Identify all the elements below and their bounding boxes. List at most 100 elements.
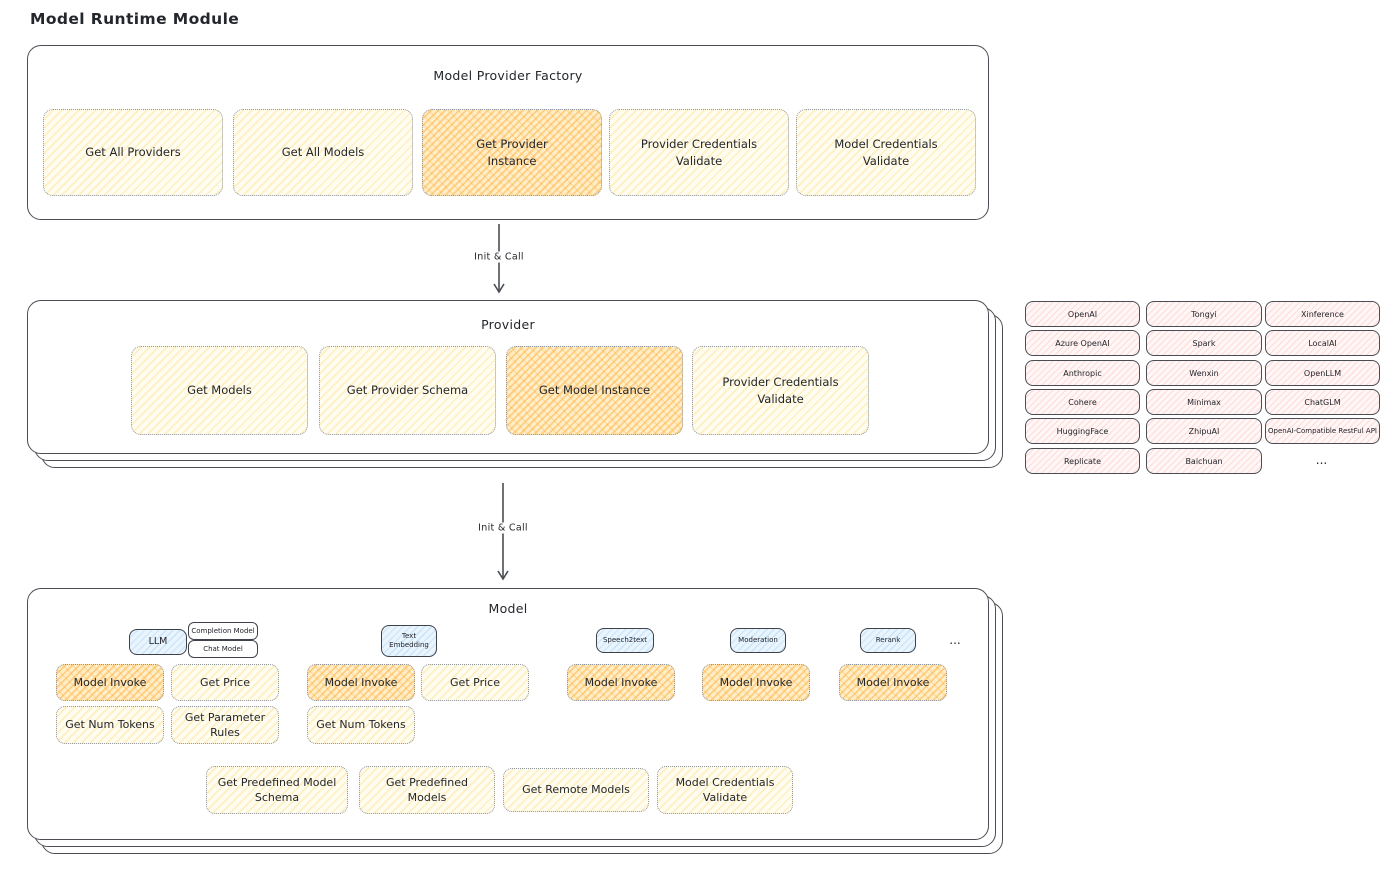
provider-op-get-provider-schema: Get Provider Schema — [319, 346, 496, 435]
provider-title: Provider — [481, 317, 535, 332]
tag-label: Speech2text — [602, 635, 648, 644]
op-label: Get All Models — [281, 145, 365, 160]
pill-label: Baichuan — [1185, 456, 1223, 466]
tag-llm: LLM — [129, 629, 187, 655]
op-label: Get Predefined Models — [386, 775, 468, 804]
provider-op-get-model-instance: Get Model Instance — [506, 346, 683, 435]
provider-pill-zhipuai: ZhipuAI — [1146, 418, 1262, 444]
pill-label: HuggingFace — [1056, 426, 1109, 436]
op-label: Get Num Tokens — [65, 718, 155, 732]
model-op-rerank-model-invoke: Model Invoke — [839, 664, 947, 701]
op-label: Get All Providers — [85, 145, 181, 160]
tag-moderation: Moderation — [730, 628, 786, 653]
pill-label: Wenxin — [1189, 368, 1219, 378]
model-op-llm-get-parameter-rules: Get Parameter Rules — [171, 706, 279, 744]
factory-card: Model Provider Factory Get All Providers… — [27, 45, 989, 220]
provider-pill-localai: LocalAI — [1265, 330, 1380, 356]
tag-text-embedding: Text Embedding — [381, 625, 437, 657]
factory-op-model-credentials-validate: Model Credentials Validate — [796, 109, 976, 196]
model-card: Model LLM Completion Model Chat Model Te… — [27, 588, 989, 840]
pill-label: Spark — [1192, 338, 1216, 348]
model-op-get-remote-models: Get Remote Models — [503, 768, 649, 812]
model-op-llm-get-price: Get Price — [171, 664, 279, 701]
tag-label: Moderation — [738, 635, 778, 644]
model-tags-ellipsis: ... — [949, 633, 961, 647]
tag-completion-model: Completion Model — [188, 622, 258, 640]
op-label: Model Invoke — [324, 675, 398, 689]
model-op-speech2text-model-invoke: Model Invoke — [567, 664, 675, 701]
op-label: Get Price — [200, 675, 250, 689]
model-op-llm-get-num-tokens: Get Num Tokens — [56, 706, 164, 744]
op-label: Provider Credentials Validate — [722, 375, 839, 406]
op-label: Model Invoke — [856, 675, 930, 689]
pill-label: LocalAI — [1308, 338, 1337, 348]
provider-pill-openai-compatible-restful-api: OpenAI-Compatible RestFul API — [1265, 418, 1380, 444]
tag-speech2text: Speech2text — [596, 628, 654, 653]
op-label: Get Remote Models — [522, 783, 630, 797]
diagram-title: Model Runtime Module — [30, 10, 240, 28]
tag-rerank: Rerank — [860, 628, 916, 653]
pill-label: ZhipuAI — [1188, 426, 1220, 436]
factory-op-get-provider-instance: Get Provider Instance — [422, 109, 602, 196]
provider-pill-xinference: Xinference — [1265, 301, 1380, 327]
op-label: Get Models — [187, 383, 252, 398]
pill-label: Replicate — [1063, 456, 1101, 466]
model-op-embedding-get-price: Get Price — [421, 664, 529, 701]
pill-label: Cohere — [1068, 397, 1097, 407]
op-label: Model Invoke — [584, 675, 658, 689]
factory-op-provider-credentials-validate: Provider Credentials Validate — [609, 109, 789, 196]
provider-pill-spark: Spark — [1146, 330, 1262, 356]
provider-pill-wenxin: Wenxin — [1146, 360, 1262, 386]
tag-label: Text Embedding — [389, 631, 429, 649]
op-label: Get Num Tokens — [316, 718, 406, 732]
model-op-embedding-get-num-tokens: Get Num Tokens — [307, 706, 415, 744]
provider-pill-huggingface: HuggingFace — [1025, 418, 1140, 444]
factory-op-get-all-providers: Get All Providers — [43, 109, 223, 196]
arrow-label-init-and-call-2: Init & Call — [474, 522, 532, 534]
model-title: Model — [488, 601, 528, 616]
tag-label: Rerank — [875, 635, 901, 644]
model-op-llm-model-invoke: Model Invoke — [56, 664, 164, 701]
model-op-get-predefined-model-schema: Get Predefined Model Schema — [206, 766, 348, 814]
pill-label: Azure OpenAI — [1055, 338, 1110, 348]
provider-pill-anthropic: Anthropic — [1025, 360, 1140, 386]
pill-label: OpenAI-Compatible RestFul API — [1268, 427, 1377, 435]
provider-pill-openai: OpenAI — [1025, 301, 1140, 327]
pill-label: Minimax — [1187, 397, 1221, 407]
model-op-get-predefined-models: Get Predefined Models — [359, 766, 495, 814]
op-label: Get Provider Schema — [346, 383, 469, 398]
pill-label: OpenAI — [1067, 309, 1098, 319]
pill-label: Xinference — [1301, 309, 1344, 319]
tag-label: Chat Model — [203, 645, 243, 653]
op-label: Get Parameter Rules — [184, 710, 266, 739]
providers-grid-ellipsis: ... — [1315, 453, 1328, 467]
arrow-label-init-and-call-1: Init & Call — [470, 251, 528, 263]
tag-label: Completion Model — [191, 627, 255, 635]
provider-pill-minimax: Minimax — [1146, 389, 1262, 415]
model-op-model-credentials-validate: Model Credentials Validate — [657, 766, 793, 814]
tag-chat-model: Chat Model — [188, 640, 258, 658]
op-label: Get Price — [450, 675, 500, 689]
factory-title: Model Provider Factory — [433, 68, 583, 83]
pill-label: ChatGLM — [1304, 397, 1341, 407]
pill-label: Anthropic — [1063, 368, 1102, 378]
provider-op-get-models: Get Models — [131, 346, 308, 435]
pill-label: OpenLLM — [1303, 368, 1342, 378]
tag-label: LLM — [148, 635, 168, 647]
op-label: Model Invoke — [719, 675, 793, 689]
op-label: Get Model Instance — [538, 383, 651, 398]
provider-pill-openllm: OpenLLM — [1265, 360, 1380, 386]
op-label: Get Provider Instance — [476, 137, 548, 168]
arrow-provider-to-model — [495, 483, 511, 587]
op-label: Provider Credentials Validate — [640, 137, 758, 168]
provider-pill-replicate: Replicate — [1025, 448, 1140, 474]
provider-card: Provider Get Models Get Provider Schema … — [27, 300, 989, 454]
model-op-embedding-model-invoke: Model Invoke — [307, 664, 415, 701]
op-label: Model Invoke — [73, 675, 147, 689]
provider-op-provider-credentials-validate: Provider Credentials Validate — [692, 346, 869, 435]
provider-pill-azure-openai: Azure OpenAI — [1025, 330, 1140, 356]
model-op-moderation-model-invoke: Model Invoke — [702, 664, 810, 701]
op-label: Get Predefined Model Schema — [217, 775, 337, 804]
op-label: Model Credentials Validate — [675, 775, 775, 804]
